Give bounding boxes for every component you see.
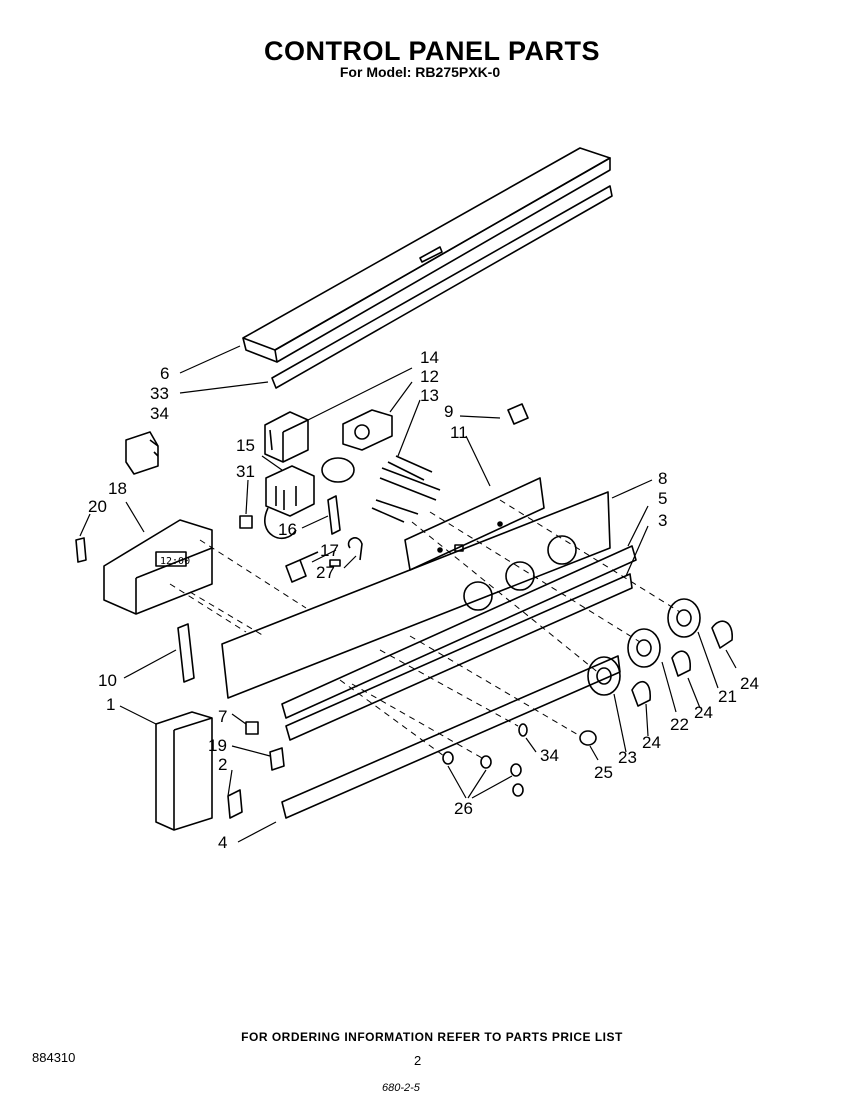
ordering-note: FOR ORDERING INFORMATION REFER TO PARTS … bbox=[241, 1030, 623, 1044]
callout-24-a: 24 bbox=[740, 674, 759, 693]
callout-26: 26 bbox=[454, 799, 473, 818]
callout-13: 13 bbox=[420, 386, 439, 405]
part-19-end-cap bbox=[269, 747, 285, 771]
part-22-bezel bbox=[627, 628, 661, 668]
leader-lines bbox=[79, 345, 737, 843]
handwritten-mark: 680-2-5 bbox=[382, 1082, 420, 1094]
callout-24-c: 24 bbox=[642, 733, 661, 752]
assembly-lines bbox=[169, 499, 681, 759]
part-32-strip bbox=[271, 185, 613, 389]
callout-2: 2 bbox=[218, 755, 227, 774]
callout-24-b: 24 bbox=[694, 703, 713, 722]
callout-20: 20 bbox=[88, 497, 107, 516]
document-number: 884310 bbox=[32, 1050, 76, 1065]
part-25-nut bbox=[579, 730, 597, 746]
part-23-bezel bbox=[587, 656, 621, 696]
callout-17: 17 bbox=[320, 541, 339, 560]
callout-25: 25 bbox=[594, 763, 613, 782]
callout-32: 33 bbox=[150, 384, 169, 403]
part-20-clip bbox=[75, 537, 87, 563]
part-33-bracket bbox=[125, 431, 159, 475]
part-12-relay bbox=[342, 409, 393, 451]
part-10-bracket bbox=[177, 623, 195, 683]
callout-21: 21 bbox=[718, 687, 737, 706]
callout-5: 5 bbox=[658, 489, 667, 508]
part-13-ring bbox=[321, 457, 355, 483]
part-6-top-trim bbox=[242, 147, 611, 363]
part-3-trim bbox=[285, 573, 633, 741]
part-7-clip bbox=[245, 721, 259, 735]
callout-12: 12 bbox=[420, 367, 439, 386]
callout-18: 18 bbox=[108, 479, 127, 498]
callout-22: 22 bbox=[670, 715, 689, 734]
callout-7: 7 bbox=[218, 707, 227, 726]
part-21-bezel bbox=[667, 598, 701, 638]
part-27-clamp bbox=[347, 537, 363, 561]
callout-9: 9 bbox=[444, 402, 453, 421]
callout-16: 16 bbox=[278, 520, 297, 539]
part-18-timer bbox=[103, 519, 213, 615]
callout-3: 3 bbox=[658, 511, 667, 530]
part-26-screws bbox=[442, 751, 524, 797]
part-24-knob-a bbox=[711, 620, 733, 649]
callout-8: 8 bbox=[658, 469, 667, 488]
callout-4: 4 bbox=[218, 833, 227, 852]
part-9-clip bbox=[507, 403, 529, 425]
callout-27: 27 bbox=[316, 563, 335, 582]
part-17-sensor bbox=[285, 551, 319, 583]
callout-10: 10 bbox=[98, 671, 117, 690]
part-5-trim bbox=[281, 545, 637, 719]
part-14-switch bbox=[264, 411, 309, 463]
callout-numbers: 6 33 34 14 12 13 9 11 15 31 18 20 16 17 … bbox=[88, 348, 759, 852]
part-2-clip bbox=[227, 789, 243, 819]
callout-34: 34 bbox=[540, 746, 559, 765]
part-34-spring bbox=[518, 723, 528, 737]
callout-11: 11 bbox=[450, 423, 468, 442]
callout-19: 19 bbox=[208, 736, 227, 755]
callout-1: 1 bbox=[106, 695, 115, 714]
part-15-transformer bbox=[264, 465, 315, 540]
timer-display-readout: 12:00 bbox=[160, 556, 190, 567]
wire-harness bbox=[371, 455, 441, 523]
callout-6: 6 bbox=[160, 364, 169, 383]
callout-15: 15 bbox=[236, 436, 255, 455]
callout-31: 31 bbox=[236, 462, 255, 481]
part-31-connector bbox=[239, 515, 253, 529]
model-subtitle: For Model: RB275PXK-0 bbox=[339, 64, 501, 80]
part-11-board bbox=[404, 477, 545, 571]
part-16-clip bbox=[327, 495, 341, 535]
part-1-block bbox=[155, 711, 213, 831]
part-24-knob-b bbox=[671, 650, 691, 677]
page-title: CONTROL PANEL PARTS bbox=[263, 36, 601, 66]
callout-23: 23 bbox=[618, 748, 637, 767]
callout-14: 14 bbox=[420, 348, 439, 367]
part-24-knob-c bbox=[631, 680, 651, 707]
callout-33: 34 bbox=[150, 404, 169, 423]
page-number: 2 bbox=[414, 1053, 422, 1068]
